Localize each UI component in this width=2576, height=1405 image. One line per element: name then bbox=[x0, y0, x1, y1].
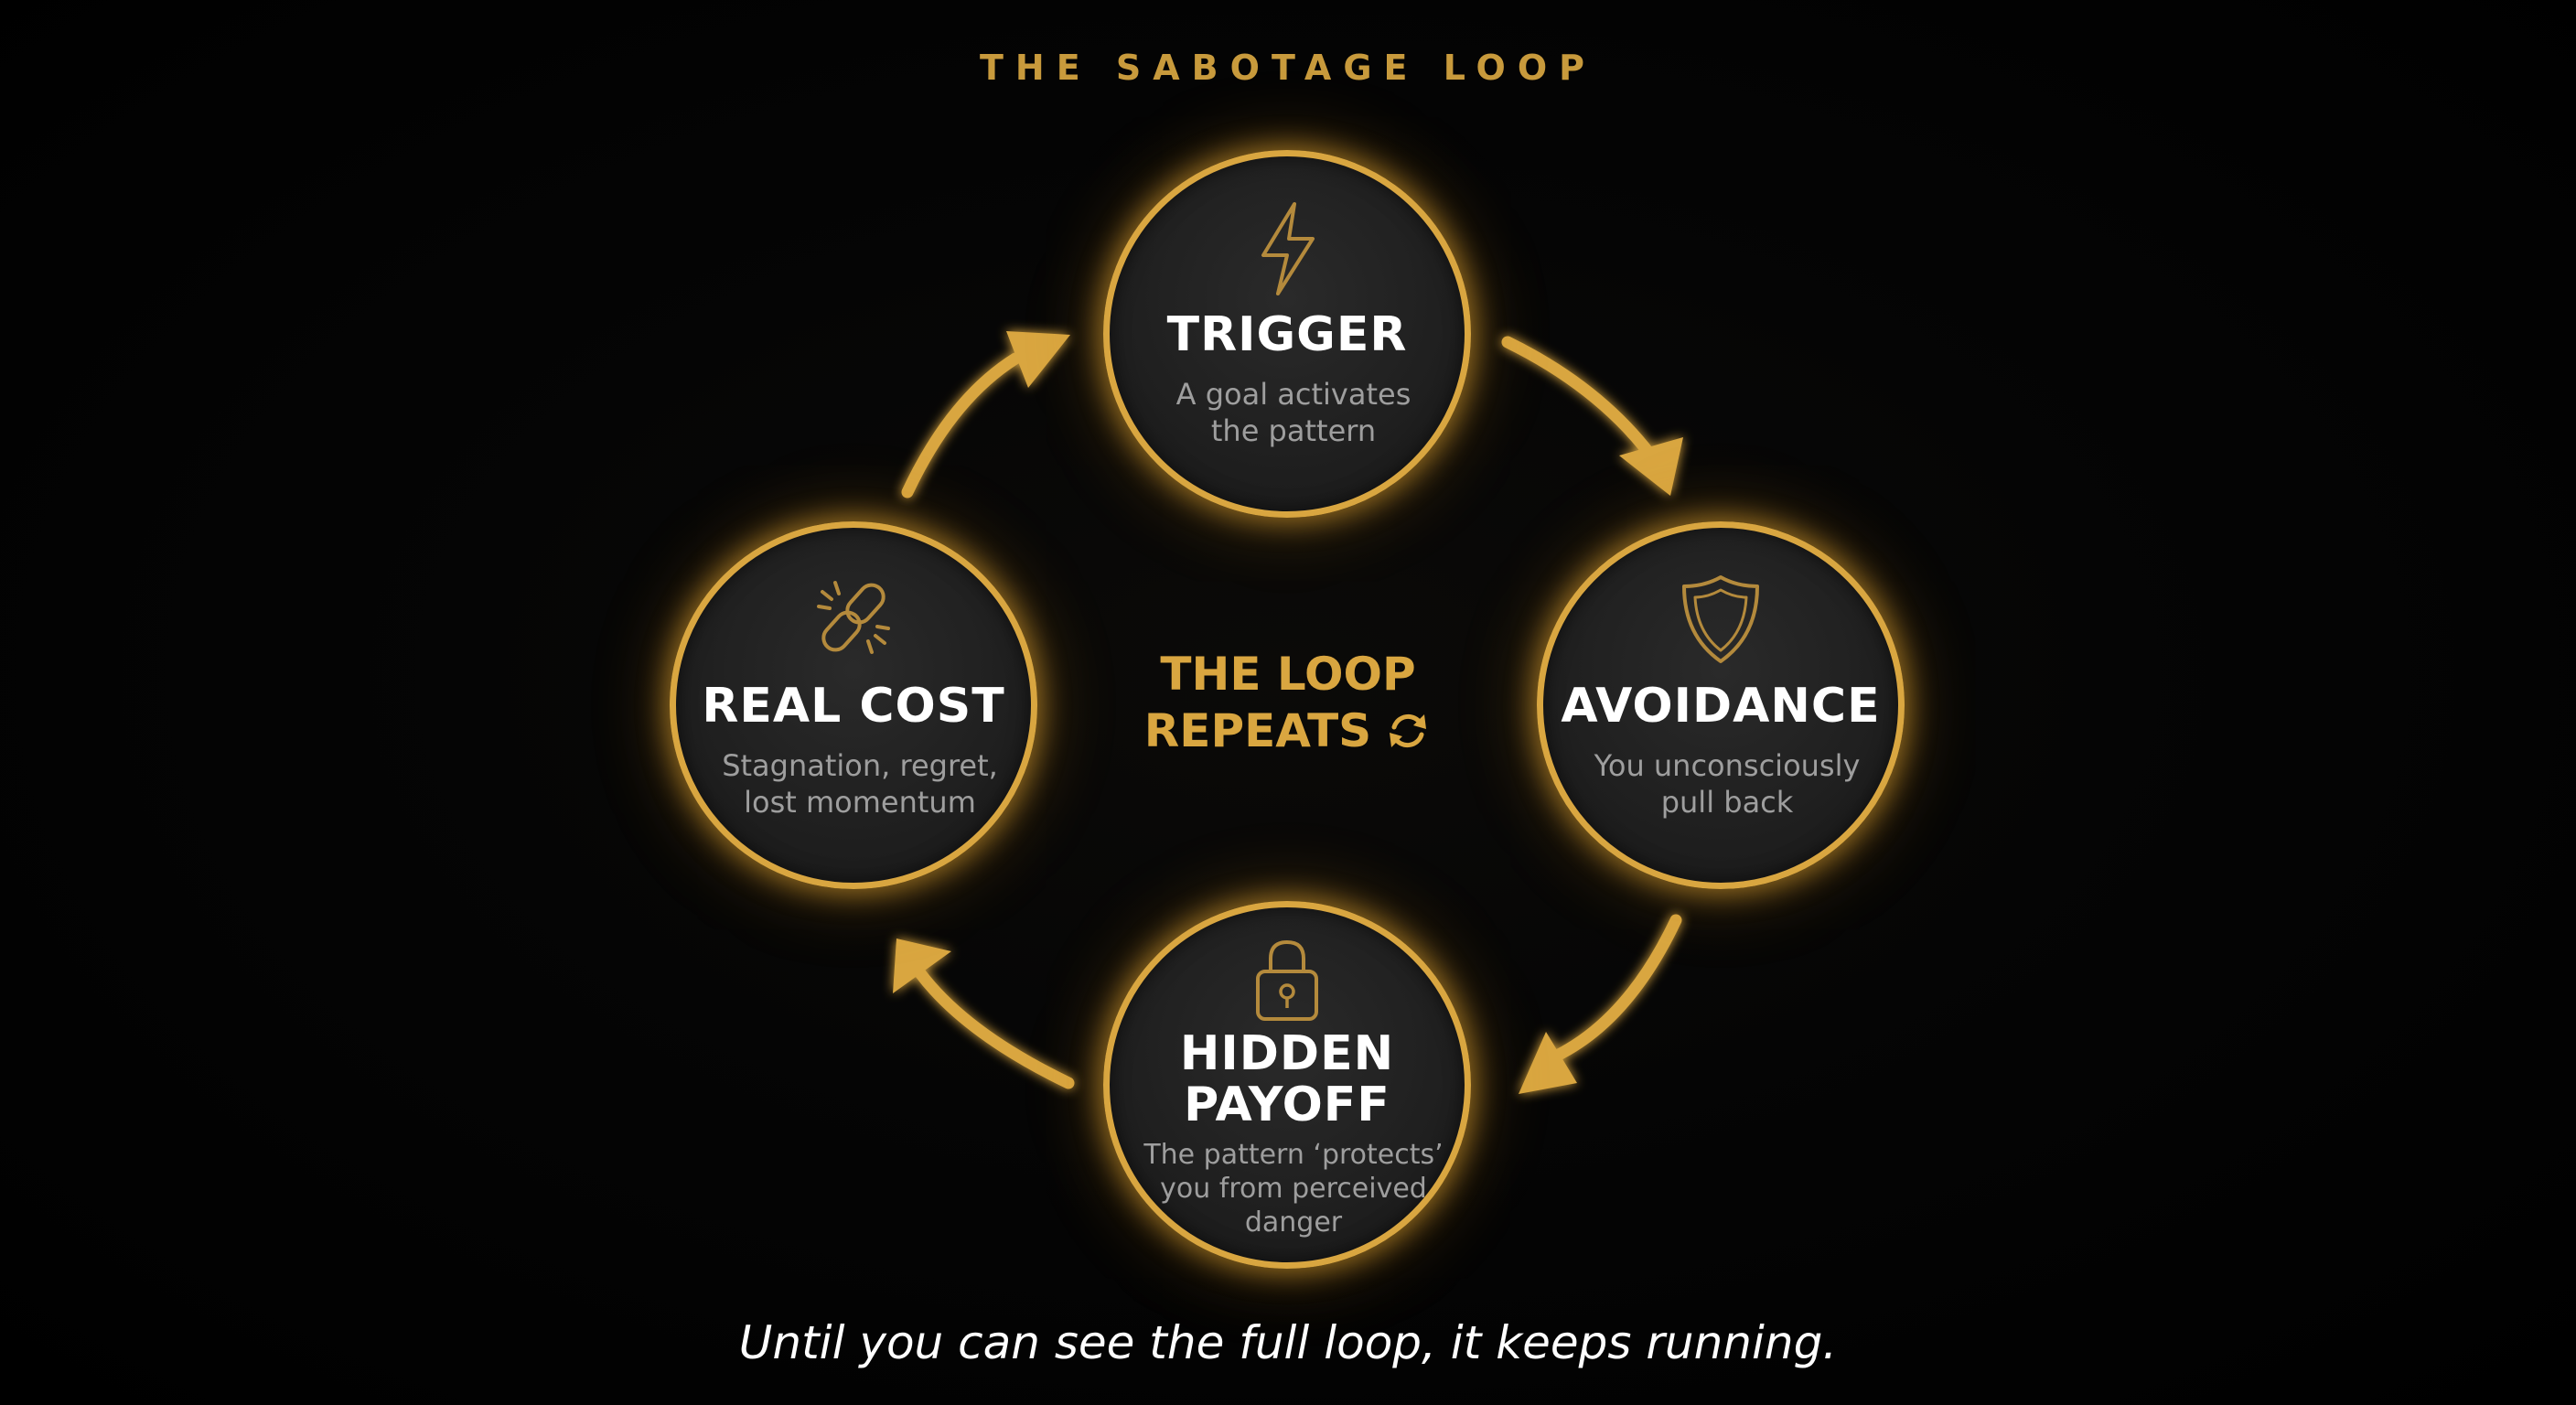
node-payoff-title-line-1: HIDDEN bbox=[1179, 1026, 1395, 1081]
shield-icon bbox=[1682, 575, 1759, 663]
node-payoff-title: HIDDEN PAYOFF bbox=[1110, 1028, 1465, 1131]
bottom-caption: Until you can see the full loop, it keep… bbox=[738, 1316, 1838, 1369]
node-realcost-desc-line-2: lost momentum bbox=[744, 785, 976, 820]
node-avoidance-desc: You unconsciously pull back bbox=[1571, 747, 1884, 820]
node-realcost-desc-line-1: Stagnation, regret, bbox=[722, 748, 998, 783]
loop-repeats-label: THE LOOP REPEATS bbox=[1105, 646, 1471, 759]
node-trigger-title: TRIGGER bbox=[1166, 307, 1408, 362]
loop-repeats-line-2-row: REPEATS bbox=[1144, 702, 1432, 759]
node-trigger-desc-line-1: A goal activates bbox=[1175, 377, 1411, 412]
node-hidden-payoff: HIDDEN PAYOFF The pattern ‘protects’ you… bbox=[1103, 901, 1471, 1269]
node-real-cost: REAL COST Stagnation, regret, lost momen… bbox=[670, 521, 1037, 889]
node-payoff-desc-line-3: danger bbox=[1244, 1207, 1343, 1239]
lock-icon bbox=[1256, 939, 1318, 1021]
node-avoidance: AVOIDANCE You unconsciously pull back bbox=[1537, 521, 1905, 889]
broken-chain-icon bbox=[817, 581, 890, 654]
lightning-icon bbox=[1261, 202, 1315, 295]
loop-repeats-line-1: THE LOOP bbox=[1160, 648, 1416, 701]
loop-repeats-line-2: REPEATS bbox=[1143, 704, 1372, 757]
node-payoff-desc: The pattern ‘protects’ you from perceive… bbox=[1128, 1138, 1459, 1239]
diagram-title: THE SABOTAGE LOOP bbox=[979, 48, 1597, 88]
node-realcost-desc: Stagnation, regret, lost momentum bbox=[703, 747, 1016, 820]
refresh-icon bbox=[1390, 713, 1427, 748]
node-payoff-title-line-2: PAYOFF bbox=[1184, 1078, 1390, 1132]
node-payoff-desc-line-2: you from perceived bbox=[1160, 1173, 1427, 1205]
node-trigger-desc: A goal activates the pattern bbox=[1137, 376, 1450, 449]
node-trigger-desc-line-2: the pattern bbox=[1210, 413, 1377, 448]
arrow-avoidance-to-payoff bbox=[1519, 914, 1682, 1094]
node-avoidance-desc-line-2: pull back bbox=[1660, 785, 1794, 820]
arrow-payoff-to-realcost bbox=[893, 938, 1075, 1089]
node-avoidance-title: AVOIDANCE bbox=[1561, 679, 1881, 734]
node-avoidance-desc-line-1: You unconsciously bbox=[1594, 748, 1861, 783]
arrow-trigger-to-avoidance bbox=[1501, 336, 1683, 496]
node-realcost-title: REAL COST bbox=[702, 679, 1005, 734]
node-payoff-desc-line-1: The pattern ‘protects’ bbox=[1143, 1139, 1444, 1171]
node-trigger: TRIGGER A goal activates the pattern bbox=[1103, 150, 1471, 518]
arrow-realcost-to-trigger bbox=[901, 331, 1070, 499]
